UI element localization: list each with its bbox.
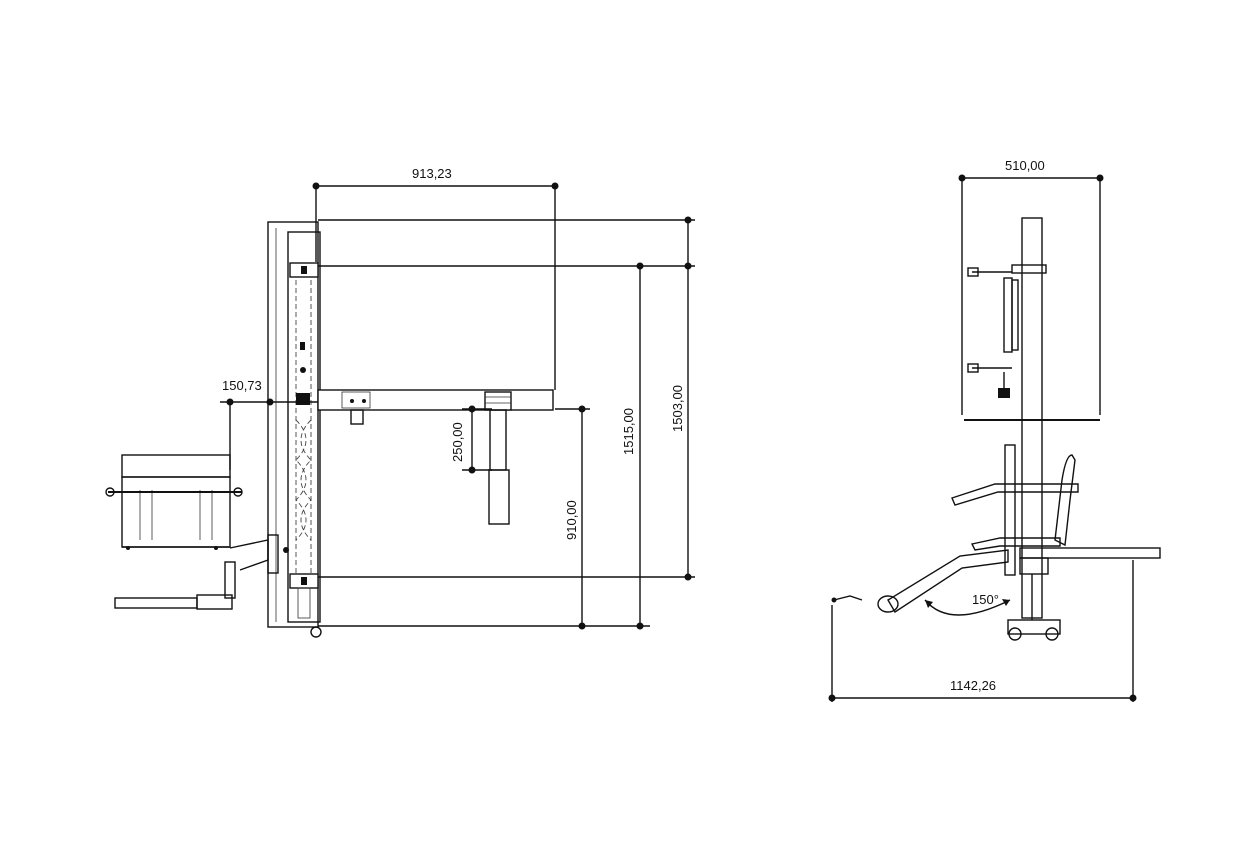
- dim-label-510: 510,00: [1005, 158, 1045, 173]
- dim-height-mid: 1515,00: [318, 262, 695, 630]
- dim-footprint: 1142,26: [828, 560, 1137, 702]
- actuator-head: [484, 391, 512, 411]
- side-view: 913,23 150,73 250,00 910,00: [105, 166, 695, 638]
- footrest: [114, 597, 198, 609]
- dim-label-913: 913,23: [412, 166, 452, 181]
- back-plate: [267, 221, 319, 628]
- dim-height-total: 1503,00: [318, 216, 695, 581]
- dim-arm-drop: 250,00: [450, 405, 492, 474]
- dim-height-low: 910,00: [555, 405, 590, 630]
- angled-leg: [887, 549, 1009, 613]
- dim-label-1142: 1142,26: [950, 678, 996, 693]
- dim-label-1503: 1503,00: [670, 385, 685, 432]
- column: [287, 231, 321, 623]
- dim-label-910: 910,00: [564, 500, 579, 540]
- actuator-foot: [488, 469, 510, 525]
- seat-backrest: [121, 454, 231, 478]
- dim-label-150: 150,73: [222, 378, 262, 393]
- front-view: 510,00 150°: [828, 158, 1161, 702]
- lower-armrest: [970, 537, 1061, 551]
- front-seat: [1019, 547, 1161, 559]
- seat-frame: [121, 476, 231, 548]
- angle-label: 150°: [972, 592, 999, 607]
- dim-top-width: 913,23: [312, 166, 559, 390]
- dim-arm-offset: 150,73: [220, 378, 318, 406]
- base: [1007, 619, 1061, 635]
- dim-panel-width: 510,00: [958, 158, 1104, 415]
- upper-armrest: [951, 483, 1079, 506]
- dim-label-1515: 1515,00: [621, 408, 636, 455]
- dim-label-250: 250,00: [450, 422, 465, 462]
